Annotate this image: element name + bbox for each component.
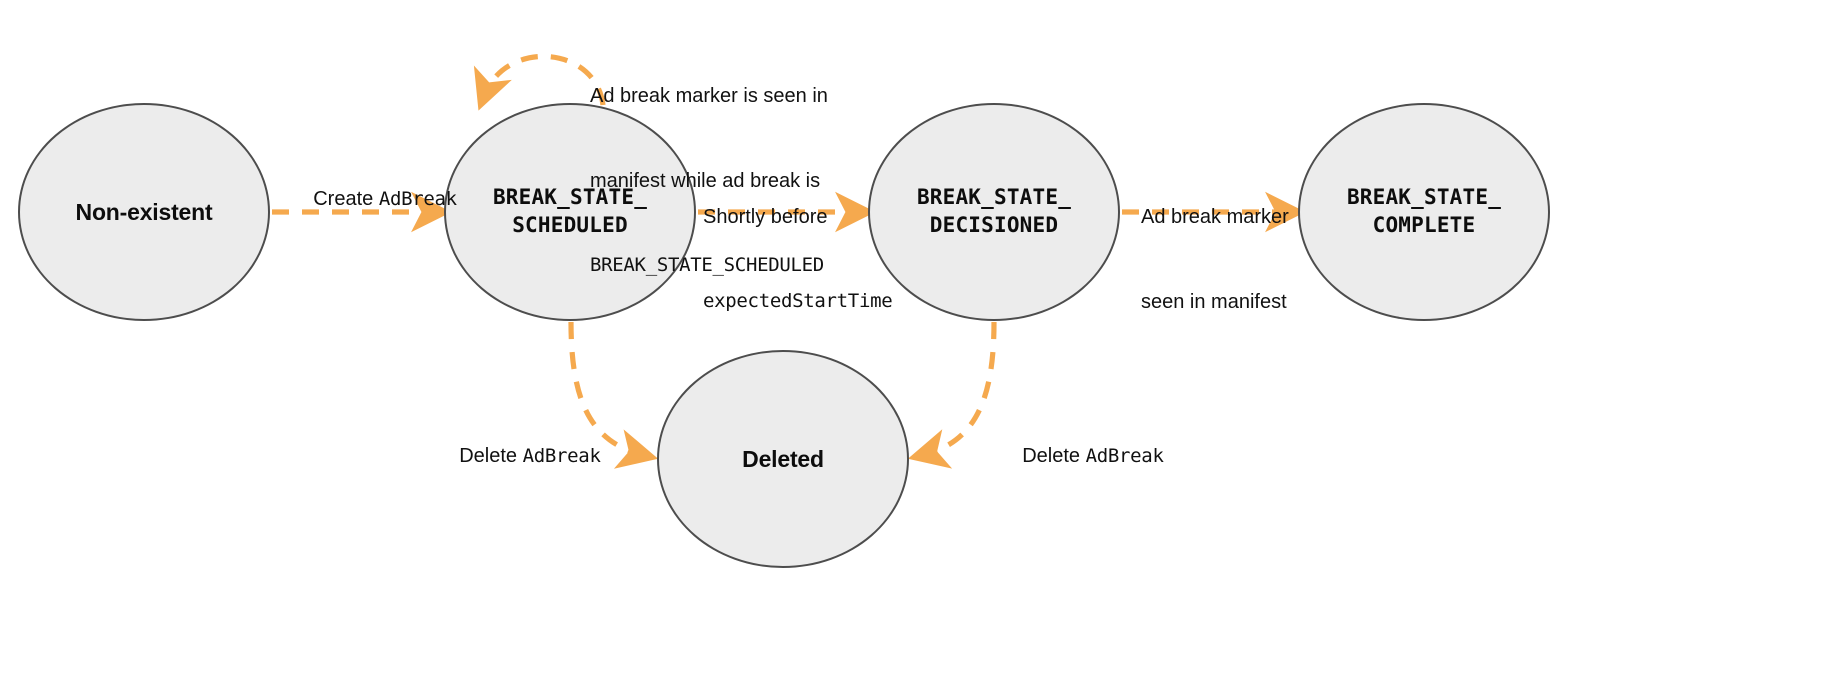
edge-label-create-adbreak: Create AdBreak — [291, 157, 457, 242]
edge-label-delete-scheduled-text: Delete — [459, 445, 523, 468]
node-non-existent[interactable]: Non-existent — [18, 103, 270, 321]
edge-label-delete-adbreak-from-decisioned: Delete AdBreak — [1000, 414, 1164, 499]
edge-label-scheduled-self-loop-line-2: manifest while ad break is — [590, 169, 821, 192]
node-label-non-existent: Non-existent — [75, 198, 213, 225]
node-label-break-state-complete: BREAK_STATE_ COMPLETE — [1346, 185, 1502, 237]
node-label-deleted: Deleted — [742, 445, 824, 472]
edge-label-marker-seen-line-1: Ad break marker — [1141, 205, 1289, 228]
node-break-state-complete[interactable]: BREAK_STATE_ COMPLETE — [1298, 103, 1550, 321]
edge-label-ad-break-marker-seen-in-manifest: Ad break marker seen in manifest — [1141, 146, 1289, 373]
edge-label-shortly-before-expected-start-time: Shortly before expectedStartTime — [703, 146, 893, 372]
edge-label-scheduled-self-loop-line-1: Ad break marker is seen in — [590, 84, 828, 107]
edge-label-delete-adbreak-from-scheduled: Delete AdBreak — [437, 414, 601, 499]
node-label-break-state-decisioned: BREAK_STATE_ DECISIONED — [916, 185, 1072, 237]
edge-label-create-adbreak-code: AdBreak — [378, 188, 457, 211]
edge-delete-adbreak-from-decisioned — [907, 321, 997, 469]
edge-label-scheduled-self-loop-line-3: BREAK_STATE_SCHEDULED — [590, 254, 824, 277]
node-break-state-decisioned[interactable]: BREAK_STATE_ DECISIONED — [868, 103, 1120, 321]
edge-label-delete-decisioned-code: AdBreak — [1085, 445, 1164, 468]
edge-label-delete-decisioned-text: Delete — [1022, 445, 1086, 468]
edge-label-create-adbreak-text: Create — [313, 188, 379, 211]
edge-scheduled-self-loop — [473, 53, 606, 111]
node-break-state-scheduled[interactable]: BREAK_STATE_ SCHEDULED — [444, 103, 696, 321]
edge-label-shortly-before-line-2: expectedStartTime — [703, 289, 893, 312]
node-label-break-state-scheduled: BREAK_STATE_ SCHEDULED — [492, 185, 648, 237]
edge-label-marker-seen-line-2: seen in manifest — [1141, 290, 1287, 313]
edge-label-scheduled-self-loop: Ad break marker is seen in manifest whil… — [590, 25, 828, 336]
edge-label-delete-scheduled-code: AdBreak — [522, 445, 601, 468]
node-deleted[interactable]: Deleted — [657, 350, 909, 568]
edge-delete-adbreak-from-scheduled — [568, 321, 659, 469]
edge-label-shortly-before-line-1: Shortly before — [703, 205, 828, 228]
